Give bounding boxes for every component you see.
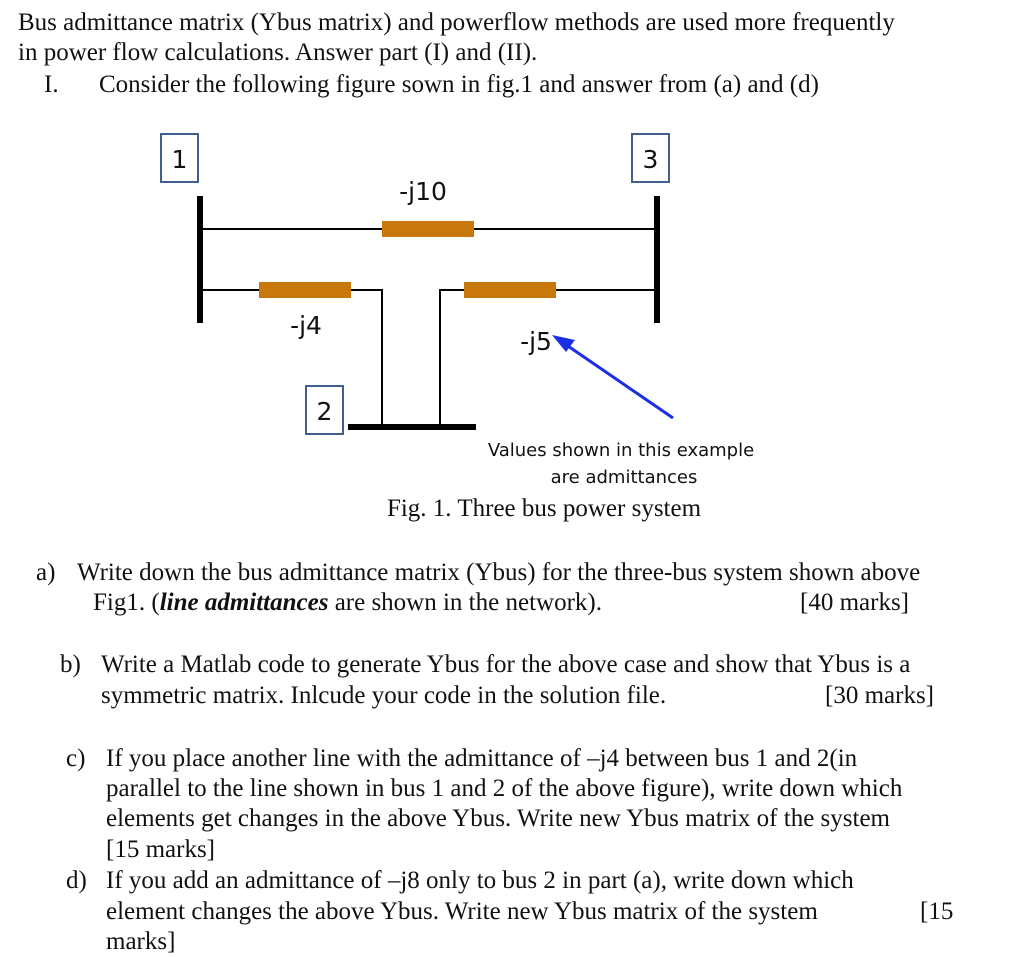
bus-3-label: 3	[643, 145, 659, 174]
intro-line-1: Bus admittance matrix (Ybus matrix) and …	[18, 9, 895, 36]
question-c-line-4: [15 marks]	[106, 836, 215, 863]
question-a-line-2-post: are shown in the network).	[328, 589, 602, 616]
question-c-line-3: elements get changes in the above Ybus. …	[106, 805, 890, 832]
question-b-marks: [30 marks]	[825, 682, 934, 709]
question-a-line-2: Fig1. (line admittances are shown in the…	[93, 588, 602, 618]
note-line-1: Values shown in this example	[488, 440, 754, 461]
part-number: I.	[44, 71, 59, 98]
note-line-2: are admittances	[551, 467, 698, 488]
intro-line-2: in power flow calculations. Answer part …	[18, 39, 538, 66]
question-c-line-2: parallel to the line shown in bus 1 and …	[106, 775, 903, 802]
admittance-2-3-label: -j5	[520, 327, 552, 356]
part-instruction: Consider the following figure sown in fi…	[99, 71, 819, 98]
admittance-block-1-3	[382, 221, 474, 237]
bus-1-label: 1	[172, 145, 188, 174]
bus-1-label-box	[160, 133, 199, 183]
question-c-line-1: If you place another line with the admit…	[106, 745, 858, 772]
question-d-marks: [15	[920, 898, 954, 925]
question-d-line-2: element changes the above Ybus. Write ne…	[106, 898, 818, 925]
arrow-head	[552, 335, 575, 352]
bus-2-label: 2	[317, 397, 333, 426]
question-d-line-3: marks]	[106, 928, 176, 955]
question-a-line-1: Write down the bus admittance matrix (Yb…	[77, 559, 921, 586]
line-admittances-emphasis: line admittances	[159, 589, 329, 616]
question-d-line-1: If you add an admittance of –j8 only to …	[106, 867, 854, 894]
figure-caption: Fig. 1. Three bus power system	[387, 495, 702, 522]
question-a-label: a)	[36, 559, 56, 586]
admittance-block-1-2	[259, 282, 351, 298]
three-bus-diagram: 1 3 2 -j10 -j4 -j5 Values shown in this …	[160, 133, 754, 522]
line-2-3	[439, 289, 657, 427]
admittance-1-3-label: -j10	[399, 177, 447, 206]
bus-3-label-box	[631, 133, 670, 183]
question-a-marks: [40 marks]	[800, 589, 909, 616]
pointer-arrow	[564, 342, 674, 420]
question-b-line-2: symmetric matrix. Inlcude your code in t…	[101, 682, 667, 709]
question-c-label: c)	[66, 745, 86, 772]
admittance-block-2-3	[464, 282, 556, 298]
question-b-label: b)	[60, 651, 81, 678]
question-b-line-1: Write a Matlab code to generate Ybus for…	[101, 651, 911, 678]
admittance-1-2-label: -j4	[290, 311, 322, 340]
question-d-label: d)	[66, 867, 87, 894]
question-a-line-2-pre: Fig1. (	[93, 589, 160, 616]
bus-2-label-box	[305, 385, 344, 435]
